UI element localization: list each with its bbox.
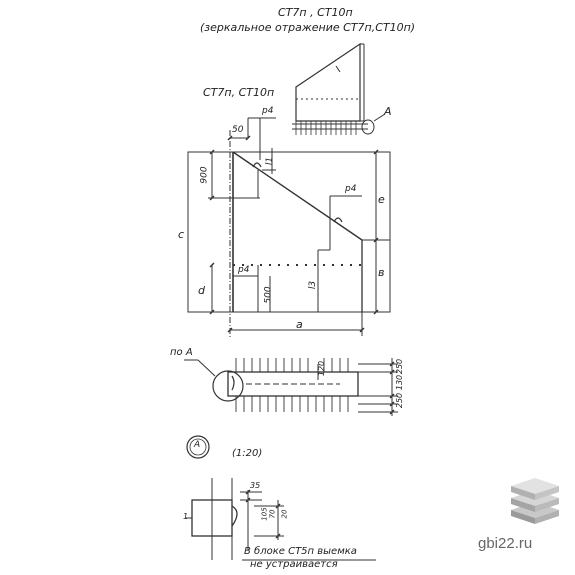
dim-20: 20 <box>280 509 289 519</box>
section-view <box>184 358 398 416</box>
dim-500: 500 <box>263 286 274 304</box>
callout-label-a: А <box>384 105 392 118</box>
dim-c: c <box>178 228 185 241</box>
main-elevation <box>187 117 391 338</box>
iso-block <box>292 42 386 135</box>
dim-p4-mid: р4 <box>345 184 357 194</box>
main-view-label: СТ7п, СТ10п <box>203 86 275 99</box>
callout-ref-label: по А <box>170 347 193 358</box>
detail-scale: (1:20) <box>232 448 263 459</box>
dim-1: 1 <box>183 512 189 521</box>
dim-l1: l1 <box>265 156 276 166</box>
dim-b: в <box>378 266 385 279</box>
dim-l3: l3 <box>308 280 319 290</box>
dim-p4-top: р4 <box>262 106 274 116</box>
detail-a <box>186 435 376 561</box>
dim-e: e <box>378 193 385 206</box>
dim-130: 130 <box>395 374 405 391</box>
dim-d: d <box>198 284 205 297</box>
title-line-2: (зеркальное отражение СТ7п,СТ10п) <box>200 21 416 34</box>
site-label[interactable]: gbi22.ru <box>478 535 533 552</box>
dim-250-top: 250 <box>395 358 405 375</box>
detail-note-line-1: В блоке СТ5п выемка <box>244 546 357 557</box>
dim-120: 120 <box>317 360 327 377</box>
detail-note-line-2: не устраивается <box>250 559 338 570</box>
detail-marker: А <box>194 440 201 450</box>
dim-50: 50 <box>232 125 244 135</box>
dim-900: 900 <box>199 166 210 184</box>
dim-35: 35 <box>250 481 261 490</box>
title-line-1: СТ7п , СТ10п <box>278 6 353 19</box>
dim-70: 70 <box>268 509 277 519</box>
stacked-blocks-icon <box>505 470 565 530</box>
dim-a: a <box>296 318 303 331</box>
dim-250-bot: 250 <box>395 392 405 409</box>
dim-p4-low: р4 <box>238 265 250 275</box>
